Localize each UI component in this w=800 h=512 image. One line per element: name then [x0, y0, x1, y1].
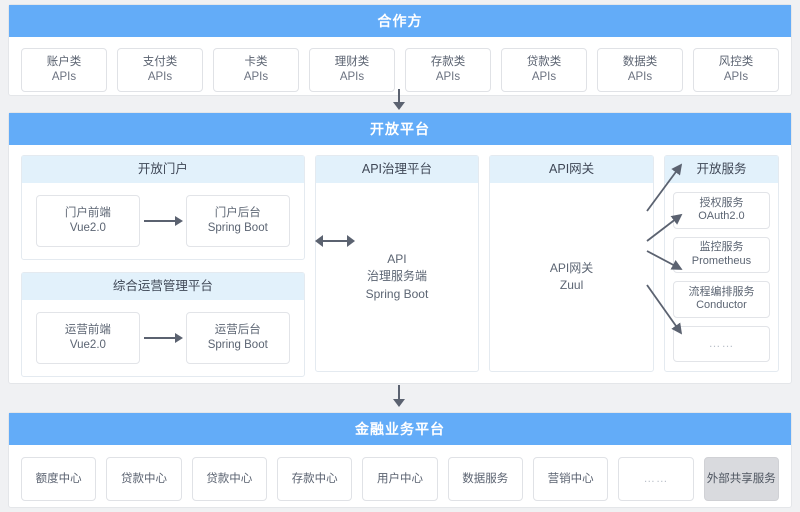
api-governance-title: API治理平台	[315, 156, 479, 183]
api-chip-label: 风控类	[718, 56, 754, 69]
open-portal-title: 开放门户	[22, 156, 304, 183]
arrow-to-oauth-icon	[646, 163, 683, 212]
business-chip-deposit[interactable]: 存款中心	[276, 457, 353, 501]
api-chip-kind: APIs	[435, 71, 461, 83]
api-chip-label: 存款类	[430, 56, 466, 69]
arrow-head-icon	[393, 102, 405, 110]
partner-api-row: 账户类 APIs 支付类 APIs 卡类 APIs 理财类 APIs 存款类 A…	[9, 37, 791, 103]
business-chip-loan-1[interactable]: 贷款中心	[106, 457, 182, 501]
arrow-right-icon	[140, 331, 186, 345]
service-node-prometheus[interactable]: 监控服务 Prometheus	[672, 236, 770, 273]
api-chip-label: 支付类	[142, 56, 178, 69]
api-chip-label: 卡类	[244, 56, 268, 69]
platform-body: 开放门户 门户前端 Vue2.0 门户后台 Spring Boot	[9, 145, 791, 384]
api-chip-riskcontrol[interactable]: 风控类 APIs	[693, 48, 779, 92]
business-chip-more[interactable]: ……	[618, 457, 694, 501]
node-line2: OAuth2.0	[698, 210, 745, 223]
node-line2: Spring Boot	[207, 339, 268, 351]
partner-title: 合作方	[9, 5, 791, 37]
api-chip-deposit[interactable]: 存款类 APIs	[405, 48, 491, 92]
arrow-shaft	[323, 240, 347, 242]
api-governance-body[interactable]: API 治理服务端 Spring Boot	[365, 251, 429, 301]
partner-section: 合作方 账户类 APIs 支付类 APIs 卡类 APIs 理财类 APIs 存…	[8, 4, 792, 96]
node-line1: 运营前端	[64, 324, 111, 337]
api-chip-kind: APIs	[339, 71, 365, 83]
arrow-to-conductor-icon	[646, 250, 683, 270]
arrow-shaft	[398, 385, 400, 400]
arrow-head-icon	[393, 399, 405, 407]
business-center-row: 额度中心 贷款中心 贷款中心 存款中心 用户中心 数据服务 营销中心 …… 外部…	[9, 445, 791, 512]
business-chip-data-service[interactable]: 数据服务	[447, 457, 523, 501]
operation-platform-nodes: 运营前端 Vue2.0 运营后台 Spring Boot	[22, 300, 304, 376]
node-line2: Spring Boot	[207, 222, 268, 234]
node-line1: 监控服务	[699, 241, 744, 253]
open-portal-nodes: 门户前端 Vue2.0 门户后台 Spring Boot	[22, 183, 304, 259]
arrow-to-prometheus-icon	[646, 213, 683, 242]
api-chip-loan[interactable]: 贷款类 APIs	[501, 48, 587, 92]
api-chip-label: 账户类	[46, 56, 82, 69]
node-line1: 门户后台	[214, 207, 261, 220]
api-chip-payment[interactable]: 支付类 APIs	[117, 48, 203, 92]
node-line2: Vue2.0	[69, 339, 106, 351]
financial-business-section: 金融业务平台 额度中心 贷款中心 贷款中心 存款中心 用户中心 数据服务 营销中…	[8, 412, 792, 508]
arrow-to-more-icon	[646, 284, 683, 335]
node-line1: 运营后台	[214, 324, 261, 337]
open-services-list: 授权服务 OAuth2.0 监控服务 Prometheus 流程编排服务 Con…	[665, 183, 778, 371]
business-chip-user[interactable]: 用户中心	[362, 457, 438, 501]
business-chip-marketing[interactable]: 营销中心	[532, 457, 609, 501]
service-node-oauth[interactable]: 授权服务 OAuth2.0	[672, 192, 770, 229]
api-chip-card[interactable]: 卡类 APIs	[213, 48, 299, 92]
api-chip-kind: APIs	[627, 71, 653, 83]
portal-column: 开放门户 门户前端 Vue2.0 门户后台 Spring Boot	[21, 155, 305, 377]
platform-title: 开放平台	[9, 113, 791, 145]
api-chip-data[interactable]: 数据类 APIs	[597, 48, 683, 92]
business-chip-credit-limit[interactable]: 额度中心	[21, 457, 97, 501]
arrow-right-icon	[140, 214, 186, 228]
node-line1: ……	[708, 336, 735, 351]
api-gateway-column: API网关 API网关 Zuul	[489, 155, 654, 372]
open-platform-section: 开放平台 开放门户 门户前端 Vue2.0 门户后台 Spring Boot	[8, 112, 792, 384]
api-chip-kind: APIs	[147, 71, 173, 83]
api-chip-kind: APIs	[243, 71, 269, 83]
api-governance-column: API治理平台 API 治理服务端 Spring Boot	[314, 155, 480, 372]
api-gateway-title: API网关	[490, 156, 653, 183]
arrow-head-right-icon	[347, 235, 355, 247]
node-line1: 授权服务	[699, 196, 744, 209]
business-chip-loan-2[interactable]: 贷款中心	[191, 457, 267, 501]
arrow-down-partner-to-platform	[392, 89, 406, 111]
node-line1: 门户前端	[64, 207, 111, 220]
arrow-bidirectional-governance-gateway	[315, 235, 355, 247]
api-gateway-body[interactable]: API网关 Zuul	[549, 260, 594, 292]
arrow-shaft	[398, 89, 400, 103]
api-chip-label: 贷款类	[526, 56, 562, 69]
api-chip-label: 理财类	[334, 56, 370, 69]
open-services-title: 开放服务	[664, 156, 778, 183]
arrow-head-left-icon	[315, 235, 323, 247]
operation-backend-node[interactable]: 运营后台 Spring Boot	[185, 312, 290, 364]
node-line2: Prometheus	[691, 254, 752, 267]
arrow-down-platform-to-business	[392, 385, 406, 409]
service-node-more[interactable]: ……	[672, 325, 770, 362]
business-chip-external-shared-service[interactable]: 外部共享服务	[703, 457, 779, 501]
operation-frontend-node[interactable]: 运营前端 Vue2.0	[36, 312, 140, 364]
open-services-column: 开放服务 授权服务 OAuth2.0 监控服务 Prometheus 流程编排服…	[663, 155, 779, 372]
api-chip-account[interactable]: 账户类 APIs	[21, 48, 107, 92]
node-line2: Vue2.0	[69, 222, 106, 234]
business-title: 金融业务平台	[9, 413, 791, 445]
node-line1: 流程编排服务	[688, 285, 755, 298]
api-chip-label: 数据类	[622, 56, 658, 69]
portal-frontend-node[interactable]: 门户前端 Vue2.0	[36, 195, 140, 247]
api-chip-kind: APIs	[531, 71, 557, 83]
node-line2: Conductor	[696, 299, 747, 312]
arrows-gateway-to-services	[646, 163, 683, 335]
service-node-conductor[interactable]: 流程编排服务 Conductor	[672, 281, 770, 318]
open-portal-panel: 开放门户 门户前端 Vue2.0 门户后台 Spring Boot	[21, 155, 305, 260]
api-chip-wealth[interactable]: 理财类 APIs	[309, 48, 395, 92]
portal-backend-node[interactable]: 门户后台 Spring Boot	[185, 195, 290, 247]
api-chip-kind: APIs	[51, 71, 77, 83]
operation-platform-title: 综合运营管理平台	[22, 273, 304, 300]
operation-platform-panel: 综合运营管理平台 运营前端 Vue2.0 运营后台 Spring Boot	[21, 272, 305, 377]
api-chip-kind: APIs	[723, 71, 749, 83]
